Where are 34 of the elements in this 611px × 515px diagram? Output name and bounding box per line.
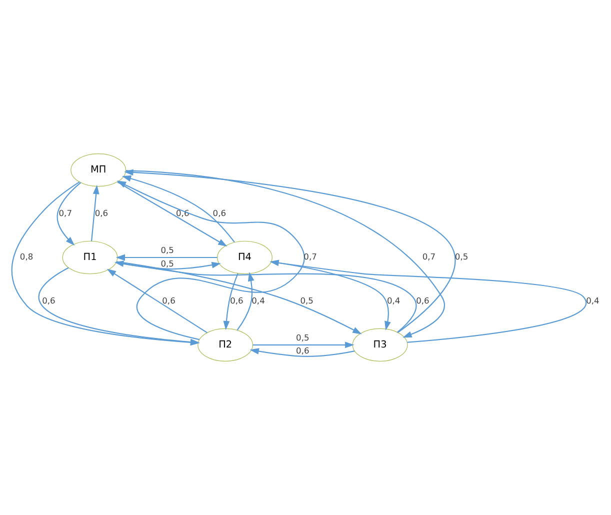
edge-label: 0,4 (586, 295, 600, 306)
edge-label: 0,6 (296, 346, 310, 356)
edge-label: 0,6 (230, 295, 244, 306)
edge-label: 0,6 (416, 295, 430, 306)
edge-label: 0,5 (160, 245, 174, 256)
arrow (271, 261, 391, 330)
arrow (56, 182, 82, 246)
arrow (116, 261, 362, 334)
arrow (106, 268, 208, 334)
edge-label: 0,4 (386, 295, 400, 306)
edge-label: 0,6 (94, 208, 108, 218)
node-ellipse: П4 (216, 240, 272, 274)
node-ellipse: П2 (198, 328, 254, 362)
arrow (116, 254, 218, 261)
edge-label: 0,6 (42, 295, 56, 306)
edge-label: 0,5 (300, 295, 314, 306)
arrow (122, 175, 235, 243)
edge-label: 0,7 (422, 252, 436, 262)
edge-label: 0,7 (58, 208, 72, 218)
arrow (116, 180, 305, 340)
arrow (223, 273, 238, 330)
edge-label: 0,8 (20, 252, 34, 262)
edge-label: 0,5 (454, 252, 468, 262)
edge-label: 0,6 (212, 208, 226, 218)
arrow (252, 342, 354, 348)
edge-label: 0,4 (252, 295, 265, 306)
arrow (250, 348, 355, 357)
edge-label: 0,5 (296, 332, 310, 342)
arrow (90, 184, 100, 242)
edge-label: 0,5 (160, 258, 174, 268)
node-ellipse: П1 (62, 240, 118, 274)
arrow (236, 272, 254, 331)
edge-label: 0,6 (162, 295, 176, 306)
arrow (117, 182, 228, 247)
